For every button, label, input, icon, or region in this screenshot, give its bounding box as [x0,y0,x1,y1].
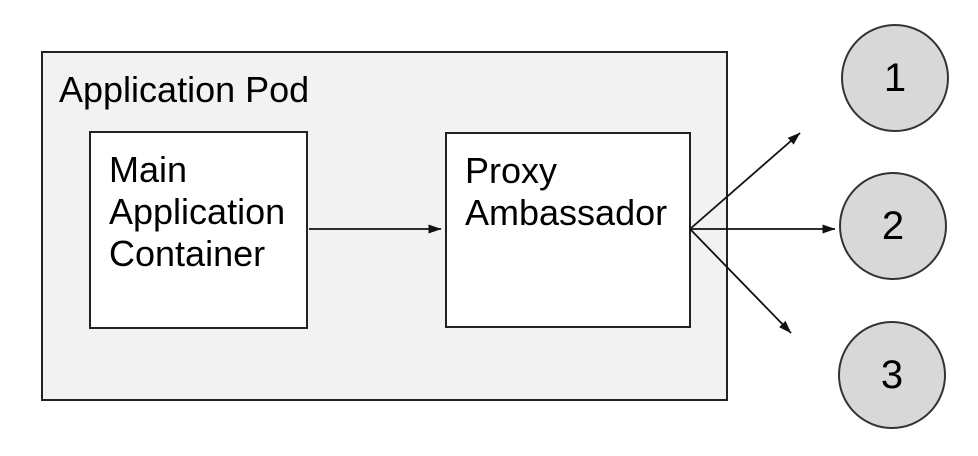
endpoint-2-label: 2 [881,203,905,248]
endpoint-circle-1: 1 [841,24,949,132]
endpoint-circle-2: 2 [839,172,947,280]
proxy-ambassador-node: Proxy Ambassador [445,132,691,328]
endpoint-circle-3: 3 [838,321,946,429]
main-application-container-label: Main Application Container [109,149,286,274]
proxy-ambassador-label: Proxy Ambassador [465,150,668,233]
endpoint-1-label: 1 [883,55,907,100]
application-pod-container: Application Pod Main Application Contain… [41,51,728,401]
application-pod-label: Application Pod [59,69,310,110]
endpoint-3-label: 3 [880,352,904,397]
main-application-container-node: Main Application Container [89,131,308,329]
